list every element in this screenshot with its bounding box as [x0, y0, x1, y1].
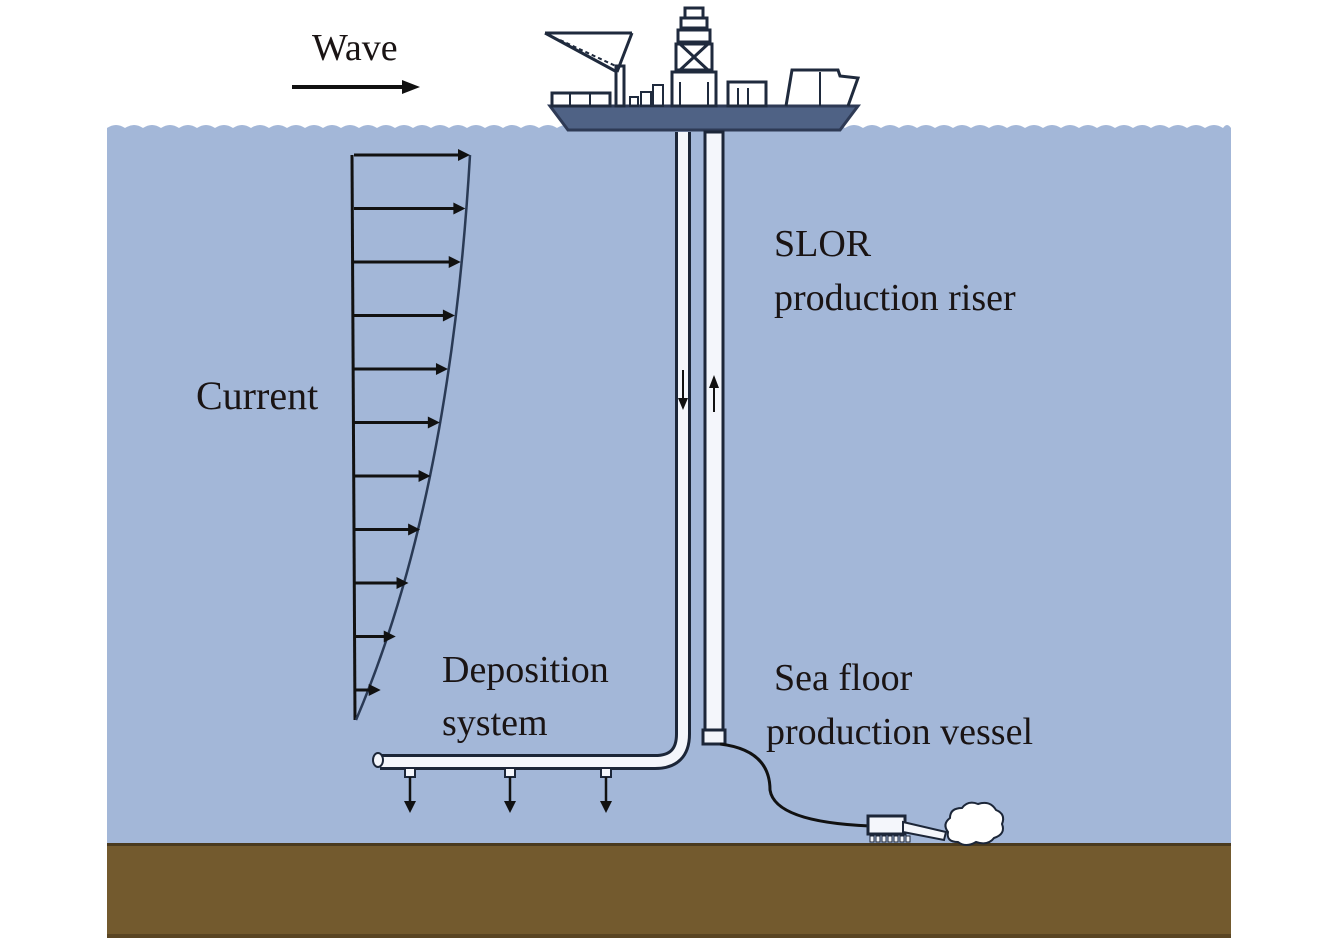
riser-label-line2: production riser: [774, 277, 1016, 319]
vessel-track-cleat: [869, 835, 875, 843]
water: [107, 125, 1231, 845]
drilling-ship: [544, 6, 861, 132]
flow-up-arrow-head: [709, 375, 719, 388]
wave-indicator: Wave: [292, 27, 420, 94]
current-baseline: [350, 154, 357, 721]
water-body: [107, 125, 1231, 845]
vessel-label-line1: Sea floor: [774, 657, 913, 699]
seafloor-production-vessel: [866, 801, 1005, 846]
current-arrow-head: [408, 523, 421, 536]
current-arrow-head: [396, 577, 409, 589]
flow-down-arrow-head: [678, 398, 688, 410]
ship-hull: [547, 104, 861, 132]
deposition-nozzle: [504, 767, 516, 778]
vessel-track-cleat: [899, 835, 905, 843]
crane: [544, 31, 634, 108]
riser-left-pipe: [380, 132, 688, 767]
current-arrow-head: [442, 309, 455, 322]
current-arrow-head: [427, 416, 440, 429]
current-label: Current: [196, 373, 318, 418]
current-arrow-head: [453, 202, 466, 215]
bridge: [784, 68, 861, 107]
current-arrow-head: [368, 684, 381, 696]
vessel-track-cleat: [887, 835, 893, 843]
deposition-label-line1: Deposition: [442, 649, 609, 691]
seabed-fill: [107, 843, 1231, 938]
deposition-arrow-head: [504, 801, 516, 813]
vessel-track-cleat: [905, 835, 911, 843]
riser-bottom-connector: [701, 728, 727, 746]
wave-arrow-head: [402, 80, 420, 94]
deposition-nozzle: [404, 767, 416, 778]
riser-right-pipe: [703, 130, 725, 746]
seabed-top-edge: [107, 843, 1231, 846]
current-profile: [350, 149, 472, 721]
wave-label: Wave: [312, 27, 398, 69]
current-envelope: [354, 154, 472, 721]
deposition-arrow-head: [404, 801, 416, 813]
deposition-label-line2: system: [442, 702, 548, 744]
derrick: [670, 6, 718, 108]
riser-label-line1: SLOR: [774, 223, 872, 265]
current-arrow-head: [418, 470, 431, 482]
slor-riser: [380, 130, 727, 770]
seabed-bottom-edge: [107, 934, 1231, 938]
vessel-label-line2: production vessel: [766, 711, 1033, 753]
current-arrow-head: [435, 363, 448, 375]
vessel-tracks: [869, 835, 911, 843]
vessel-track-cleat: [875, 835, 881, 843]
current-arrow-head: [383, 630, 396, 643]
deposition-nozzle: [600, 767, 612, 778]
sediment-plume: [944, 801, 1005, 846]
vessel-track-cleat: [893, 835, 899, 843]
seabed: [107, 843, 1231, 938]
vessel-body: [866, 814, 907, 836]
deposition-system: [372, 752, 612, 813]
deposition-pipe-end: [372, 752, 384, 768]
deposition-arrow-head: [600, 801, 612, 813]
deck-containers: [550, 91, 612, 108]
vessel-track-cleat: [881, 835, 887, 843]
current-arrow-head: [448, 256, 461, 268]
flexible-hose: [719, 742, 871, 828]
current-arrow-head: [458, 149, 470, 161]
vessel-boom: [902, 820, 948, 842]
